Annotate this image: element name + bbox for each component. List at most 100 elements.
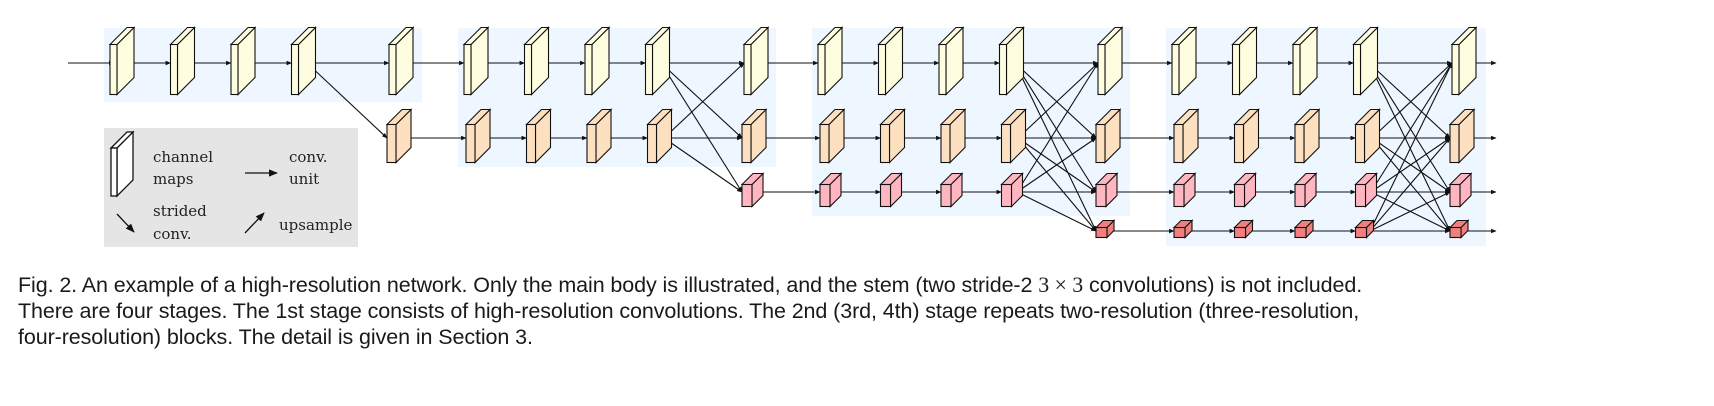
stage-3-fuse-2-to-4 (1017, 137, 1097, 232)
feature-maps (108, 26, 1478, 239)
stage-3-fuse-3-to-2 (1016, 137, 1097, 193)
stage-4-fuse-4-to-2 (1369, 137, 1451, 232)
stage-4-res-3-unit-3 (1293, 172, 1318, 208)
stage-3-res-1-unit-2 (877, 26, 904, 96)
stage-1-fused-res-2 (385, 108, 413, 164)
caption-line1-pre: An example of a high-resolution network.… (77, 273, 1039, 297)
stage-3-res-2-unit-3 (939, 108, 967, 164)
stage-2-res-1-unit-4 (644, 26, 671, 96)
caption-label: Fig. 2. (18, 273, 78, 297)
stage-4-res-3-unit-2 (1233, 172, 1257, 208)
stage-3-fused-res-2 (1094, 108, 1122, 164)
stage-3-fuse-1-to-2 (1014, 62, 1097, 139)
legend: channel maps conv. unit strided conv. up… (104, 128, 358, 247)
stage-4-fuse-4-to-1 (1369, 62, 1453, 232)
stage-4-fuse-1-to-4 (1368, 62, 1451, 232)
hrnet-diagram: channel maps conv. unit strided conv. up… (68, 26, 1497, 247)
stage-4-fused-res-1 (1450, 26, 1478, 96)
legend-strided-conv-line1: strided (153, 202, 207, 220)
stage-2-fuse-2-to-1 (663, 62, 745, 139)
stage-4-res-3-unit-1 (1172, 172, 1197, 208)
stage-3-fused-res-3 (1094, 172, 1119, 208)
stage-4-fuse-1-to-2 (1368, 62, 1451, 139)
stage-3-res-1-unit-1 (816, 26, 844, 96)
caption-line-2: There are four stages. The 1st stage con… (18, 299, 1360, 323)
stage-4-fuse-3-to-1 (1370, 62, 1453, 193)
stage-1-res-1-unit-1 (108, 26, 136, 96)
stage-4-fuse-2-to-1 (1371, 62, 1453, 139)
stage-4-res-2-unit-3 (1293, 108, 1321, 164)
stage-2-res-1-unit-1 (462, 26, 490, 96)
caption-line-3: four-resolution) blocks. The detail is g… (18, 325, 533, 349)
stage-4-res-3-unit-4 (1354, 172, 1378, 208)
stage-2-fuse-1-to-2 (660, 62, 743, 139)
stage-3-fuse-3-to-4 (1016, 191, 1097, 232)
caption-line1-post: convolutions) is not included. (1083, 273, 1363, 297)
stage-4-res-1-unit-2 (1231, 26, 1258, 96)
stage-4-res-2-unit-1 (1172, 108, 1200, 164)
stage-3-res-2-unit-1 (818, 108, 846, 164)
upsample-arrow-icon (244, 212, 265, 234)
stage-2-res-2-unit-3 (585, 108, 613, 164)
stage-1-background (104, 28, 422, 102)
stage-1-res-1-unit-4 (290, 26, 317, 96)
stage-3-fuse-1-to-3 (1014, 62, 1097, 193)
stage-2-fused-res-3 (740, 172, 765, 208)
stage-4-res-1-unit-4 (1352, 26, 1379, 96)
stage-2-fuse-2-to-3 (663, 137, 743, 193)
stage-4-res-4-unit-1 (1172, 219, 1194, 239)
stage-3-fuse-1-to-4 (1014, 62, 1097, 232)
legend-background (104, 128, 358, 247)
stage-2-fused-res-2 (740, 108, 768, 164)
stage-4-res-2-unit-2 (1233, 108, 1260, 164)
stage-2-res-2-unit-4 (646, 108, 673, 164)
stage-3-background (812, 28, 1130, 216)
caption-math: 3 × 3 (1038, 272, 1084, 297)
stage-3-res-1-unit-3 (937, 26, 965, 96)
stage-2-background (458, 28, 776, 167)
stage-4-fuse-2-to-4 (1371, 137, 1451, 232)
stage-3-fuse-2-to-1 (1017, 62, 1099, 139)
stage-3-fused-res-4 (1094, 219, 1116, 239)
stage-3-res-2-unit-4 (1000, 108, 1027, 164)
caption-line-1: Fig. 2. An example of a high-resolution … (18, 272, 1708, 298)
legend-channel-maps-line2: maps (153, 170, 193, 188)
stage-2-res-1-unit-3 (583, 26, 611, 96)
stage-4-res-1-unit-1 (1170, 26, 1198, 96)
stage-1-fuse-1-to-2 (306, 62, 388, 139)
stage-4-fused-res-4 (1448, 219, 1470, 239)
stage-2-res-2-unit-1 (464, 108, 492, 164)
stage-4-fuse-4-to-3 (1369, 191, 1451, 232)
stage-4-fuse-1-to-3 (1368, 62, 1451, 193)
stage-4-background (1166, 28, 1486, 246)
stage-2-res-2-unit-2 (525, 108, 552, 164)
stage-4-fused-res-2 (1448, 108, 1476, 164)
stage-4-fused-res-3 (1448, 172, 1473, 208)
stage-1-res-1-unit-2 (169, 26, 196, 96)
figure-caption: Fig. 2. An example of a high-resolution … (18, 272, 1708, 350)
stage-4-res-1-unit-3 (1291, 26, 1319, 96)
strided-conv-arrow-icon (116, 213, 135, 233)
legend-upsample: upsample (279, 216, 353, 234)
legend-conv-unit-line1: conv. (289, 148, 328, 166)
stage-3-res-1-unit-4 (998, 26, 1025, 96)
stage-1-fused-res-1 (387, 26, 415, 96)
legend-channel-maps-line1: channel (153, 148, 213, 166)
stage-4-res-4-unit-4 (1354, 219, 1375, 239)
stage-4-res-4-unit-2 (1233, 219, 1254, 239)
stage-3-fuse-3-to-1 (1016, 62, 1099, 193)
channel-map-legend-icon (109, 130, 135, 198)
stage-3-res-3-unit-4 (1000, 172, 1024, 208)
stage-3-res-3-unit-3 (939, 172, 964, 208)
stage-4-fuse-3-to-2 (1370, 137, 1451, 193)
stage-3-res-3-unit-2 (879, 172, 903, 208)
stage-2-fused-res-1 (742, 26, 770, 96)
stage-3-fused-res-1 (1096, 26, 1124, 96)
stage-3-res-2-unit-2 (879, 108, 906, 164)
stage-3-res-3-unit-1 (818, 172, 843, 208)
stage-2-res-1-unit-2 (523, 26, 550, 96)
legend-conv-unit-line2: unit (289, 170, 319, 188)
stage-2-fuse-1-to-3 (660, 62, 743, 193)
stage-4-res-2-unit-4 (1354, 108, 1381, 164)
legend-strided-conv-line2: conv. (153, 225, 192, 243)
